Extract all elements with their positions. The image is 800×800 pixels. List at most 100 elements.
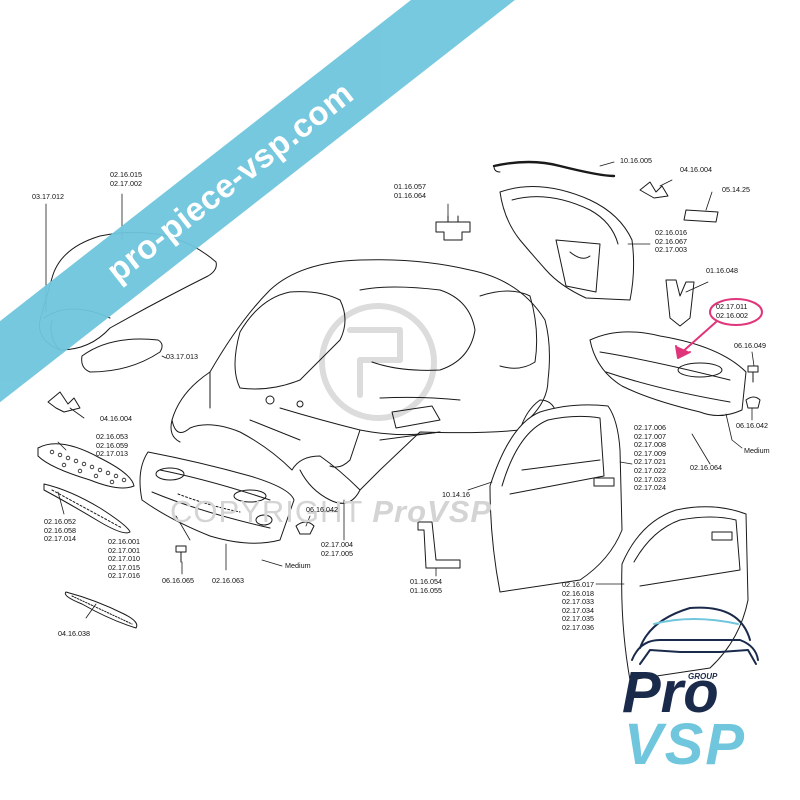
logo-pro-text: Pro bbox=[622, 660, 719, 725]
copyright-watermark: COPYRIGHT ProVSP bbox=[170, 494, 492, 530]
part-number: 02.17.007 bbox=[634, 431, 666, 441]
part-number: 02.17.033 bbox=[562, 597, 594, 607]
part-number: 06.16.049 bbox=[734, 341, 766, 350]
clip-front bbox=[295, 521, 315, 535]
tailgate bbox=[499, 186, 635, 301]
part-number: 01.16.048 bbox=[706, 266, 738, 275]
part-number: 02.17.009 bbox=[634, 448, 666, 458]
grille-side bbox=[37, 443, 135, 489]
part-number: 02.17.005 bbox=[321, 548, 353, 558]
part-number: 02.16.064 bbox=[690, 463, 722, 472]
part-number: 02.17.022 bbox=[634, 465, 666, 475]
part-number: Medium bbox=[744, 446, 770, 455]
part-number: 02.17.034 bbox=[562, 605, 594, 615]
part-number: 02.17.015 bbox=[108, 562, 140, 572]
callout-clip-front: 06.16.042 bbox=[306, 505, 338, 515]
part-number: 02.16.053 bbox=[96, 432, 128, 441]
part-number: 02.17.001 bbox=[108, 545, 140, 555]
part-number: 02.17.008 bbox=[634, 440, 666, 450]
callout-emblem: 05.14.25 bbox=[722, 185, 750, 195]
logo-car-outline bbox=[631, 606, 759, 665]
part-number: 02.16.017 bbox=[562, 580, 594, 589]
callout-bumper-ref: 02.16.063 bbox=[212, 576, 244, 586]
part-number: 10.14.16 bbox=[442, 490, 470, 499]
bracket bbox=[665, 279, 695, 327]
part-number: 01.16.054 bbox=[410, 577, 442, 586]
part-number: 02.17.004 bbox=[321, 540, 353, 549]
mesh-grille bbox=[64, 591, 138, 629]
part-number: 02.16.002 bbox=[716, 310, 748, 320]
callout-rear-bumper-grade: Medium bbox=[744, 446, 770, 456]
watermark-emblem bbox=[319, 303, 437, 421]
floor-bracket bbox=[417, 521, 461, 569]
part-number: 05.14.25 bbox=[722, 185, 750, 194]
part-number: 04.16.038 bbox=[58, 629, 90, 638]
tailgate-seal bbox=[492, 160, 616, 178]
part-number: 06.16.042 bbox=[736, 421, 768, 430]
callout-tailgate-seal: 10.16.005 bbox=[620, 156, 652, 166]
part-number: 02.17.014 bbox=[44, 534, 76, 544]
part-number: 04.16.004 bbox=[680, 165, 712, 174]
roof-hinge bbox=[435, 215, 471, 241]
part-number: 01.16.057 bbox=[394, 182, 426, 191]
watermark-brand: ProVSP bbox=[372, 494, 493, 529]
part-number: 02.17.013 bbox=[96, 449, 128, 459]
part-number: 02.17.024 bbox=[634, 483, 666, 493]
part-number: 02.17.016 bbox=[108, 571, 140, 581]
part-number: 02.17.011 bbox=[716, 302, 748, 311]
callout-screw-front: 06.16.065 bbox=[162, 576, 194, 586]
grille-lower bbox=[43, 483, 131, 534]
part-number: 02.16.067 bbox=[655, 236, 687, 246]
part-number: 02.17.036 bbox=[562, 622, 594, 632]
screw-front bbox=[175, 545, 187, 563]
part-number: 02.17.023 bbox=[634, 474, 666, 484]
part-number: 02.16.063 bbox=[212, 576, 244, 585]
callout-badge-left: 04.16.004 bbox=[100, 414, 132, 424]
part-number: 04.16.004 bbox=[100, 414, 132, 423]
part-number: 03.17.012 bbox=[32, 192, 64, 201]
part-number: 02.16.015 bbox=[110, 170, 142, 179]
clip-rear bbox=[745, 396, 761, 409]
door-left bbox=[621, 506, 749, 681]
logo-group-text: GROUP bbox=[688, 672, 718, 681]
part-number: 02.17.002 bbox=[110, 178, 142, 188]
roof-insert-panel bbox=[81, 338, 163, 373]
part-number: 02.16.018 bbox=[562, 588, 594, 598]
callout-door-ref: 10.14.16 bbox=[442, 490, 470, 500]
callout-bumper-grade: Medium bbox=[285, 561, 311, 571]
emblem bbox=[683, 209, 719, 223]
part-number: 06.16.065 bbox=[162, 576, 194, 585]
body-shell bbox=[170, 259, 557, 504]
part-number: 02.17.021 bbox=[634, 457, 666, 467]
part-number: 01.16.064 bbox=[394, 190, 426, 200]
logo-vsp-text: VSP bbox=[624, 712, 747, 777]
callout-mesh-grille: 04.16.038 bbox=[58, 629, 90, 639]
part-number: Medium bbox=[285, 561, 311, 570]
door-right bbox=[489, 404, 623, 593]
part-number: 02.17.003 bbox=[655, 245, 687, 255]
part-number: 03.17.013 bbox=[166, 352, 198, 361]
part-number: 02.17.010 bbox=[108, 554, 140, 564]
badge-left bbox=[47, 391, 81, 413]
rear-bumper bbox=[589, 331, 747, 416]
highlight-marker bbox=[675, 298, 763, 359]
part-number: 02.17.035 bbox=[562, 614, 594, 624]
part-number: 02.16.059 bbox=[96, 440, 128, 450]
callout-clip-rear: 06.16.042 bbox=[736, 421, 768, 431]
callout-badge-right: 04.16.004 bbox=[680, 165, 712, 175]
screw-rear bbox=[747, 365, 759, 383]
part-number: 02.17.006 bbox=[634, 423, 666, 432]
badge-right bbox=[639, 181, 669, 199]
callout-screw-rear: 06.16.049 bbox=[734, 341, 766, 351]
